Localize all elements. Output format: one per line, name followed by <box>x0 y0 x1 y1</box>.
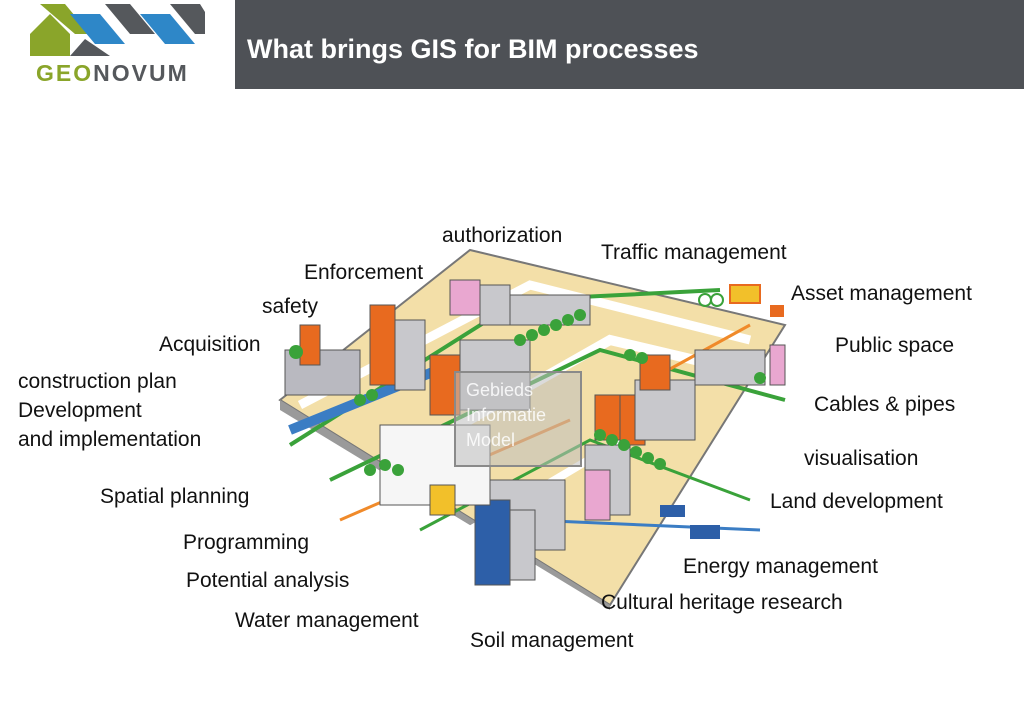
label-land-development: Land development <box>770 490 943 513</box>
logo-novum-text: NOVUM <box>93 60 189 86</box>
title-bar: What brings GIS for BIM processes <box>235 0 1024 89</box>
label-traffic-management: Traffic management <box>601 241 787 264</box>
logo-mark-icon <box>30 4 205 56</box>
label-water-management: Water management <box>235 609 419 632</box>
vehicles <box>660 284 784 539</box>
label-visualisation: visualisation <box>804 447 919 470</box>
blue-line <box>529 518 761 532</box>
label-public-space: Public space <box>835 334 955 357</box>
page-title: What brings GIS for BIM processes <box>247 34 699 64</box>
model-line-1: Gebieds <box>466 380 534 400</box>
label-programming: Programming <box>183 531 310 554</box>
label-potential-analysis: Potential analysis <box>186 569 350 592</box>
label-cultural-heritage-research: Cultural heritage research <box>601 591 843 614</box>
model-line-2: Informatie <box>466 405 547 425</box>
label-safety: safety <box>262 295 319 318</box>
buildings <box>284 279 786 586</box>
model-line-3: Model <box>466 430 516 450</box>
label-asset-management: Asset management <box>791 282 972 305</box>
label-authorization: authorization <box>442 224 563 247</box>
information-model-label: Gebieds Informatie Model <box>466 378 546 453</box>
geonovum-logo: GEONOVUM <box>0 0 235 89</box>
label-acquisition: Acquisition <box>159 333 261 356</box>
logo-geo-text: GEO <box>36 60 94 86</box>
label-spatial-planning: Spatial planning <box>100 485 250 508</box>
information-model-box <box>454 371 582 467</box>
trees <box>289 309 766 476</box>
label-construction-plan: construction plan <box>18 370 177 393</box>
label-cables-pipes: Cables & pipes <box>814 393 956 416</box>
label-development: Development <box>18 399 142 422</box>
logo-wordmark: GEONOVUM <box>36 60 189 87</box>
label-energy-management: Energy management <box>683 555 878 578</box>
label-soil-management: Soil management <box>470 629 634 652</box>
label-enforcement: Enforcement <box>304 261 424 284</box>
header: GEONOVUM What brings GIS for BIM process… <box>0 0 1024 89</box>
label-and-implementation: and implementation <box>18 428 202 451</box>
